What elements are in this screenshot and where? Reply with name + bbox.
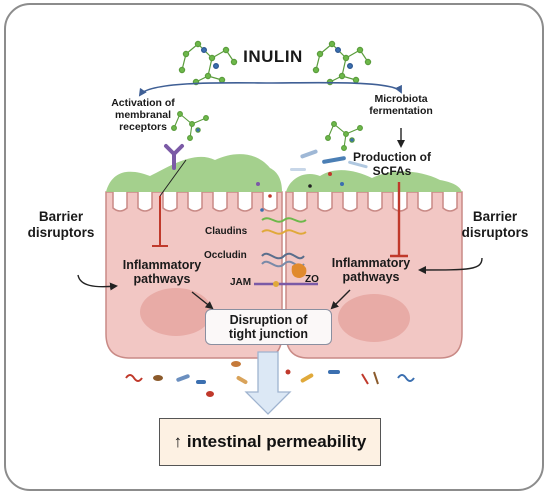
nucleus-left <box>140 288 212 336</box>
barrier-disruptors-right-label: Barrier disruptors <box>461 209 529 240</box>
occludin-label: Occludin <box>204 250 247 261</box>
arrow-to-microbiota <box>271 81 402 94</box>
zo-label: ZO <box>305 274 319 285</box>
activation-receptors-label: Activation of membranal receptors <box>111 97 175 134</box>
tight-junction-proteins <box>254 217 318 287</box>
mucus-layer-left <box>106 154 282 192</box>
barrier-disruptors-left-label: Barrier disruptors <box>27 209 95 240</box>
arrow-barrier-right <box>418 257 483 274</box>
inulin-title: INULIN <box>243 47 303 66</box>
arrow-to-activation <box>138 81 273 97</box>
arrow-barrier-left <box>77 274 118 291</box>
lumen-bacteria-icons <box>256 149 368 212</box>
intestinal-permeability-box: ↑ intestinal permeability <box>159 418 381 466</box>
jam-label: JAM <box>230 277 252 288</box>
inhibition-marker-left <box>152 196 168 247</box>
inulin-molecule-icon-microbiota <box>325 121 363 151</box>
receptor-link-line <box>159 159 187 197</box>
inulin-molecule-icon-left <box>178 40 238 86</box>
inflammatory-pathways-left-label: Inflammatory pathways <box>122 258 202 287</box>
inulin-molecule-icon-right <box>312 40 372 86</box>
inflammatory-pathways-right-label: Inflammatory pathways <box>331 256 411 285</box>
microbiota-fermentation-label: Microbiota fermentation <box>369 93 433 118</box>
nucleus-right <box>338 294 410 342</box>
inulin-molecule-icon-receptor <box>171 111 209 141</box>
lower-bacteria-icons <box>125 361 415 397</box>
permeability-down-arrow <box>244 351 292 415</box>
membrane-receptor-icon <box>164 144 184 170</box>
arrow-inflam-left-to-box <box>191 291 214 310</box>
arrow-inflam-right-to-box <box>330 289 351 310</box>
inhibition-marker-right <box>390 182 408 258</box>
claudins-label: Claudins <box>205 226 248 237</box>
disruption-tight-junction-box: Disruption of tight junction <box>205 309 332 345</box>
scfa-production-label: Production of SCFAs <box>353 150 431 178</box>
